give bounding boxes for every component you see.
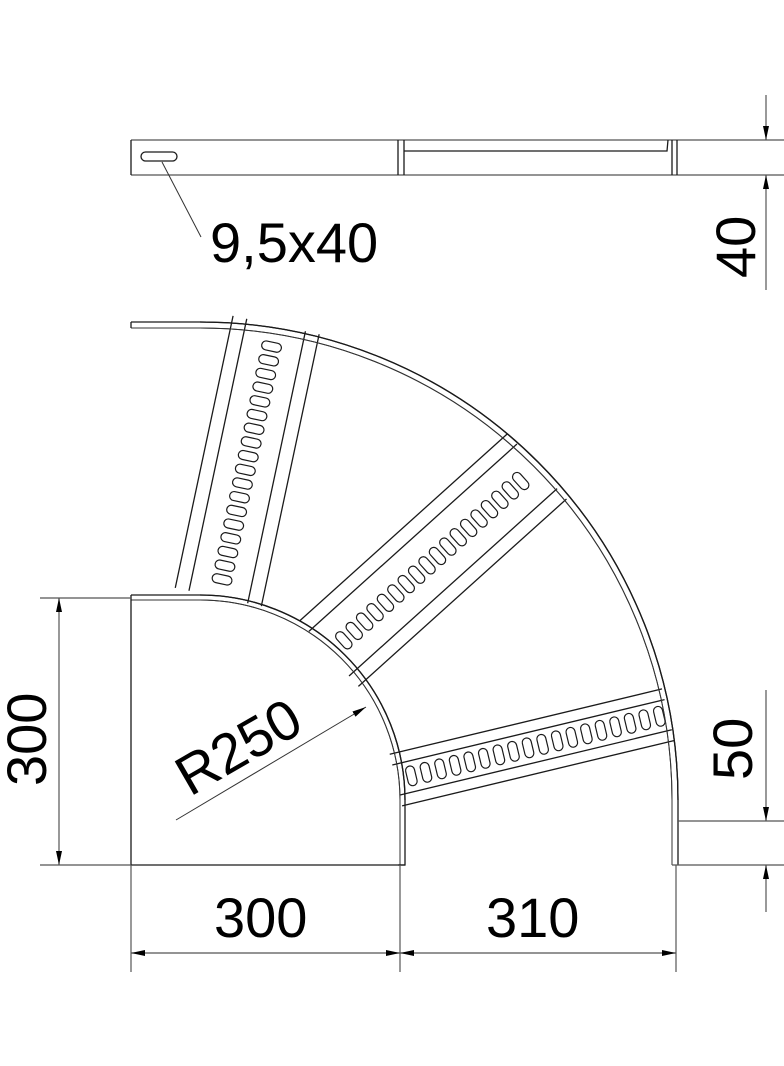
end-offset-label: 50 (701, 718, 764, 780)
inner-height-label: 300 (0, 693, 58, 786)
slot-hole-icon (140, 151, 178, 162)
inner-width-label: 300 (214, 886, 307, 949)
rung-profile (404, 139, 669, 152)
outer-arc-2 (199, 327, 673, 801)
slot-size-label: 9,5x40 (210, 211, 378, 274)
radius-label: R250 (165, 686, 312, 807)
outer-arc (199, 321, 679, 801)
rung-2 (299, 433, 567, 687)
radius-arrow (175, 706, 367, 821)
slot-leader-line (161, 161, 202, 238)
inner-arc-2 (199, 599, 401, 801)
inner-arc (199, 594, 406, 801)
side-view: 9,5x40 40 (130, 95, 784, 290)
rung-1 (174, 315, 320, 607)
rail-height-label: 40 (704, 216, 767, 278)
plan-view: R250 300 300 310 50 (0, 315, 784, 972)
outer-width-label: 310 (486, 886, 579, 949)
rung-3 (389, 688, 675, 807)
